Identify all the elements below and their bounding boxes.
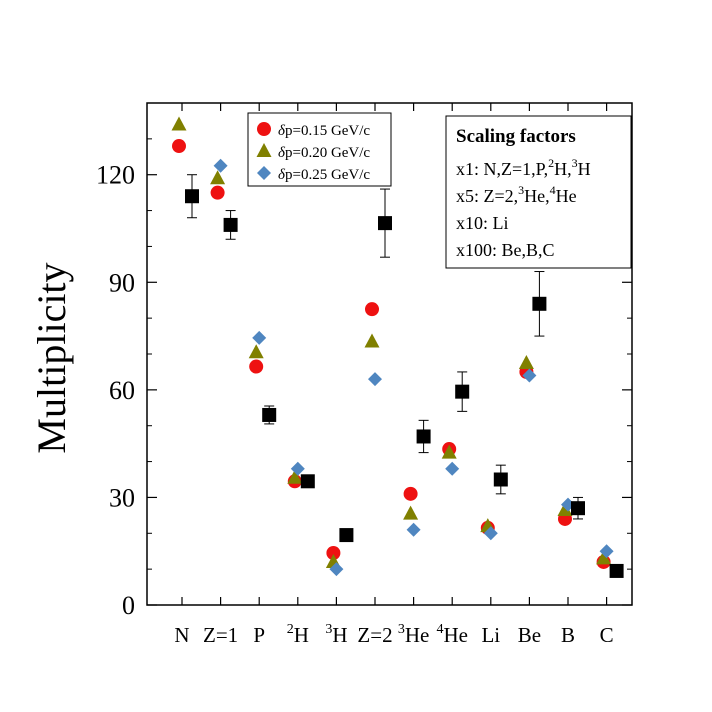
data-marks bbox=[171, 116, 624, 578]
series-1-point bbox=[326, 546, 341, 561]
legend: δp=0.15 GeV/c δp=0.20 GeV/c δp=0.25 GeV/c bbox=[247, 112, 392, 187]
series-1-point bbox=[249, 359, 264, 374]
experimental-point bbox=[493, 472, 508, 487]
x-tick-label: B bbox=[561, 623, 575, 647]
series-2-point bbox=[518, 354, 534, 369]
legend-label-1: δp=0.15 GeV/c bbox=[278, 123, 370, 139]
legend-marker-2 bbox=[256, 143, 272, 157]
series-3-point bbox=[483, 526, 498, 541]
series-3-point bbox=[368, 372, 382, 387]
series-3-point bbox=[329, 562, 344, 577]
series-1-point bbox=[210, 185, 225, 200]
scaling-box-frame bbox=[445, 115, 632, 269]
series-2-point bbox=[171, 116, 187, 131]
y-tick-label: 0 bbox=[122, 591, 135, 620]
series-3-point bbox=[290, 461, 305, 476]
experimental-point bbox=[609, 563, 624, 578]
y-tick-label: 120 bbox=[96, 161, 135, 190]
x-tick-label: N bbox=[174, 623, 189, 647]
series-2-point bbox=[210, 170, 226, 185]
experimental-point bbox=[416, 429, 431, 444]
x-tick-label: C bbox=[600, 623, 614, 647]
series-2-point bbox=[403, 505, 419, 520]
x-tick-label: 3H bbox=[325, 622, 347, 647]
experimental-point bbox=[300, 474, 315, 489]
legend-marker-3 bbox=[257, 166, 271, 180]
legend-label-2: δp=0.20 GeV/c bbox=[278, 145, 370, 161]
scaling-line-3: x10: Li bbox=[456, 213, 509, 233]
experimental-point bbox=[455, 384, 470, 399]
legend-marker-1 bbox=[257, 122, 271, 136]
scaling-line-2: x5: Z=2,3He,4He bbox=[456, 183, 577, 206]
series-2-point bbox=[441, 444, 457, 459]
scaling-line-1: x1: N,Z=1,P,2H,3H bbox=[456, 156, 591, 179]
experimental-point bbox=[532, 296, 547, 311]
scaling-factors-box: Scaling factors x1: N,Z=1,P,2H,3H x5: Z=2,… bbox=[445, 115, 632, 269]
x-tick-label: Z=2 bbox=[357, 623, 392, 647]
series-3-point bbox=[445, 461, 460, 476]
scaling-line-4: x100: Be,B,C bbox=[456, 240, 555, 260]
series-3-point bbox=[599, 544, 614, 559]
legend-label-3: δp=0.25 GeV/c bbox=[278, 167, 370, 183]
x-tick-label: Li bbox=[481, 623, 500, 647]
series-3-point bbox=[213, 158, 228, 173]
series-2-point bbox=[364, 333, 380, 348]
series-1-point bbox=[403, 486, 418, 501]
series-2-point bbox=[596, 550, 612, 565]
legend-box bbox=[247, 112, 392, 187]
experimental-point bbox=[571, 501, 585, 516]
x-tick-label: 2H bbox=[287, 622, 309, 647]
x-tick-label: 3He bbox=[398, 622, 430, 647]
x-tick-label: 4He bbox=[436, 622, 468, 647]
experimental-point bbox=[378, 216, 392, 231]
experimental-point bbox=[185, 189, 199, 204]
y-tick-label: 30 bbox=[109, 483, 135, 512]
series-1-point bbox=[365, 302, 379, 317]
series-1-point bbox=[172, 139, 186, 154]
y-tick-label: 60 bbox=[109, 376, 135, 405]
x-tick-label: Be bbox=[518, 623, 541, 647]
series-2-point bbox=[248, 344, 264, 359]
series-3-point bbox=[406, 522, 421, 537]
y-tick-label: 90 bbox=[109, 268, 135, 297]
y-axis-label: Multiplicity bbox=[29, 262, 74, 453]
experimental-point bbox=[223, 217, 238, 232]
x-tick-label: Z=1 bbox=[203, 623, 238, 647]
experimental-point bbox=[339, 528, 354, 543]
series-3-point bbox=[522, 368, 537, 383]
x-tick-label: P bbox=[253, 623, 265, 647]
experimental-point bbox=[262, 407, 277, 422]
series-2-point bbox=[287, 469, 303, 484]
series-2-point bbox=[557, 501, 573, 516]
scaling-box-title: Scaling factors bbox=[456, 126, 576, 147]
series-3-point bbox=[252, 330, 267, 345]
